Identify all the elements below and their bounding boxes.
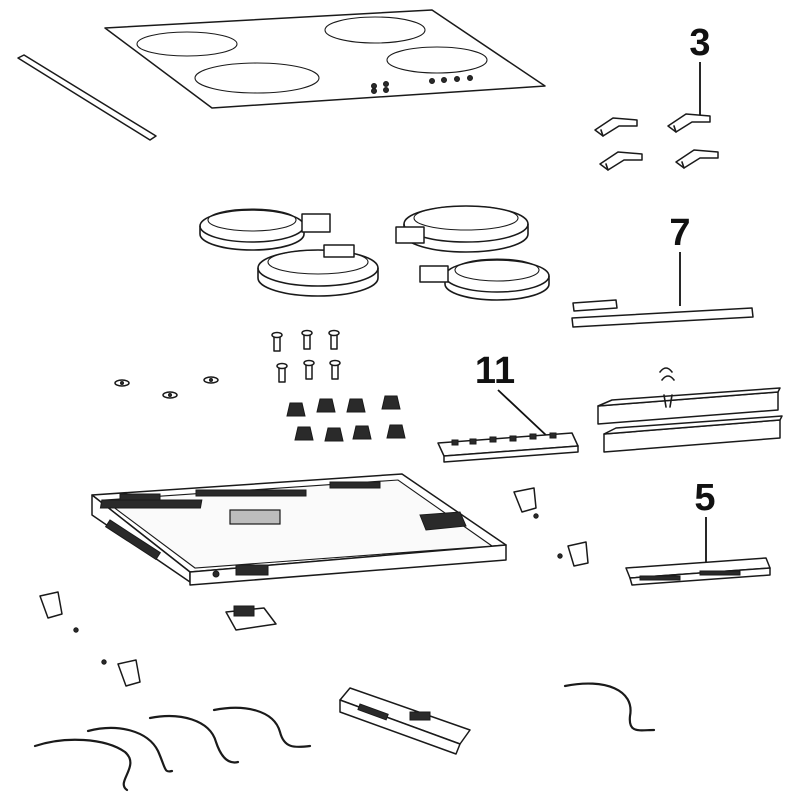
chassis-tray: [91, 473, 507, 586]
small-washers: [114, 376, 219, 399]
screw: [303, 359, 315, 380]
screw: [276, 362, 288, 383]
screws: [271, 329, 341, 383]
side-rails: [597, 367, 783, 453]
callout-3: 3: [689, 22, 711, 118]
touch-control-symbols: [371, 75, 473, 94]
callout-5-label: 5: [694, 477, 715, 519]
callout-7: 7: [669, 212, 691, 306]
control-circuit-board: [437, 432, 579, 463]
screw: [301, 329, 313, 350]
terminal-block: [225, 605, 277, 631]
clips: [39, 487, 589, 687]
display-board: [625, 557, 771, 586]
lower-housing: [339, 687, 471, 755]
seal-strip: [17, 54, 157, 141]
callout-3-label: 3: [689, 22, 710, 64]
glass-cooktop-top: [104, 9, 546, 109]
heating-coil: [257, 244, 379, 297]
heating-coil: [395, 205, 529, 253]
rubber-feet: [286, 395, 406, 442]
screw: [329, 359, 341, 380]
mounting-brackets: [594, 113, 719, 171]
callout-11-label: 11: [475, 350, 515, 392]
wire-harness: [33, 682, 656, 792]
heating-coil: [419, 258, 550, 301]
vent-slots: [104, 481, 381, 576]
screw: [271, 331, 283, 352]
screw: [328, 329, 340, 350]
callout-11: 11: [475, 350, 549, 438]
support-rods: [571, 299, 754, 328]
heating-coil: [199, 208, 331, 251]
callout-7-label: 7: [669, 212, 690, 254]
callout-5: 5: [694, 477, 716, 562]
heating-coils: [199, 205, 550, 301]
